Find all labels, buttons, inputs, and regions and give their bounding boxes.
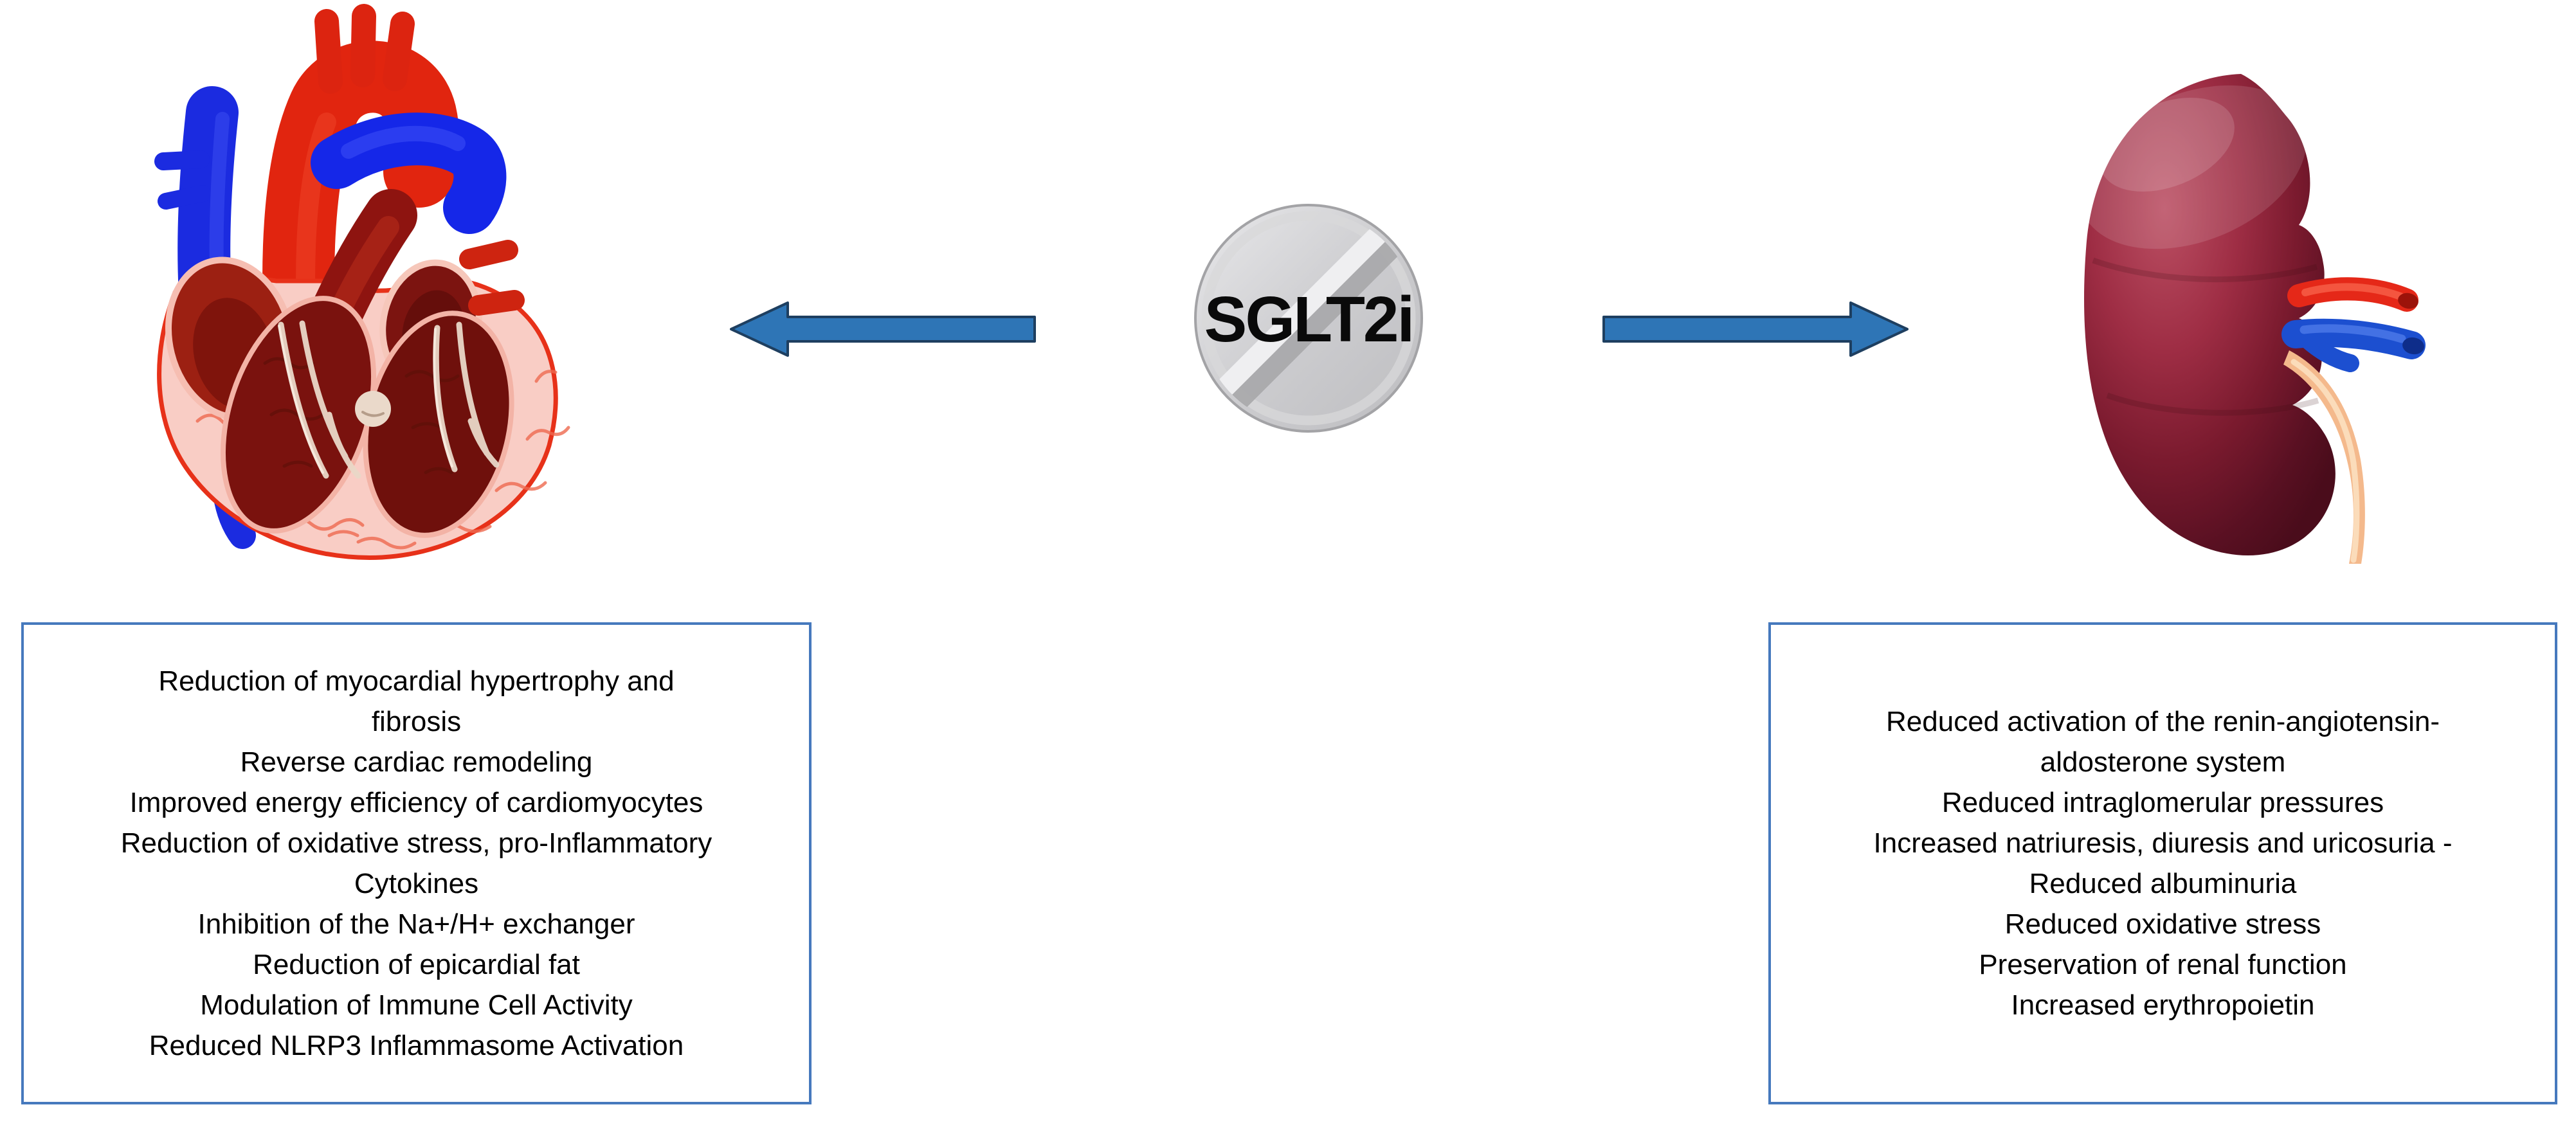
renal-vein — [2281, 318, 2426, 372]
cardiac-effect-line: Inhibition of the Na+/H+ exchanger — [197, 908, 635, 940]
sglt2i-pill: SGLT2i — [1188, 198, 1429, 438]
renal-artery — [2287, 277, 2418, 312]
renal-effects-box: Reduced activation of the renin-angioten… — [1768, 622, 2557, 1104]
left-arrow — [730, 302, 1036, 357]
ureter — [2283, 350, 2365, 564]
renal-effect-line: Reduced albuminuria — [2029, 868, 2297, 899]
chordae-strands — [278, 320, 500, 479]
cardiac-effect-line: Improved energy efficiency of cardiomyoc… — [129, 787, 703, 818]
valve-node — [355, 391, 391, 427]
kidney-illustration — [2079, 74, 2426, 564]
renal-effect-line: Preservation of renal function — [1979, 949, 2347, 980]
pill-score-line — [1188, 198, 1429, 438]
cardiac-effect-line: Reduction of myocardial hypertrophy and — [158, 665, 675, 697]
cardiac-effect-line: Reduction of oxidative stress, pro-Infla… — [120, 827, 712, 859]
renal-effect-line: Increased erythropoietin — [2011, 989, 2315, 1021]
right-arrow — [1602, 302, 1909, 357]
cardiac-effect-line: Cytokines — [354, 868, 479, 899]
pill-label: SGLT2i — [1204, 284, 1413, 356]
renal-effect-line: aldosterone system — [2040, 746, 2286, 778]
cardiac-effects-box: Reduction of myocardial hypertrophy and … — [21, 622, 812, 1104]
kidney-body — [2079, 74, 2336, 556]
pulmonary-artery — [311, 113, 507, 234]
cardiac-effect-line: Modulation of Immune Cell Activity — [200, 989, 633, 1021]
chordae-highlights — [278, 325, 453, 474]
renal-effect-line: Increased natriuresis, diuresis and uric… — [1873, 827, 2453, 859]
cardiac-effect-line: fibrosis — [371, 706, 462, 737]
heart-illustration — [154, 4, 570, 560]
right-arrow-shape — [1602, 302, 1909, 357]
cardiac-effect-line: Reduced NLRP3 Inflammasome Activation — [149, 1030, 684, 1061]
left-arrow-shape — [730, 302, 1036, 357]
pill-rim — [1201, 211, 1416, 426]
renal-effect-line: Reduced oxidative stress — [2004, 908, 2321, 940]
renal-effect-line: Reduced intraglomerular pressures — [1941, 787, 2384, 818]
pulmonary-vein-stubs — [459, 240, 525, 316]
cardiac-effect-line: Reduction of epicardial fat — [253, 949, 580, 980]
renal-effect-line: Reduced activation of the renin-angioten… — [1886, 706, 2440, 737]
cardiac-effect-line: Reverse cardiac remodeling — [240, 746, 593, 778]
